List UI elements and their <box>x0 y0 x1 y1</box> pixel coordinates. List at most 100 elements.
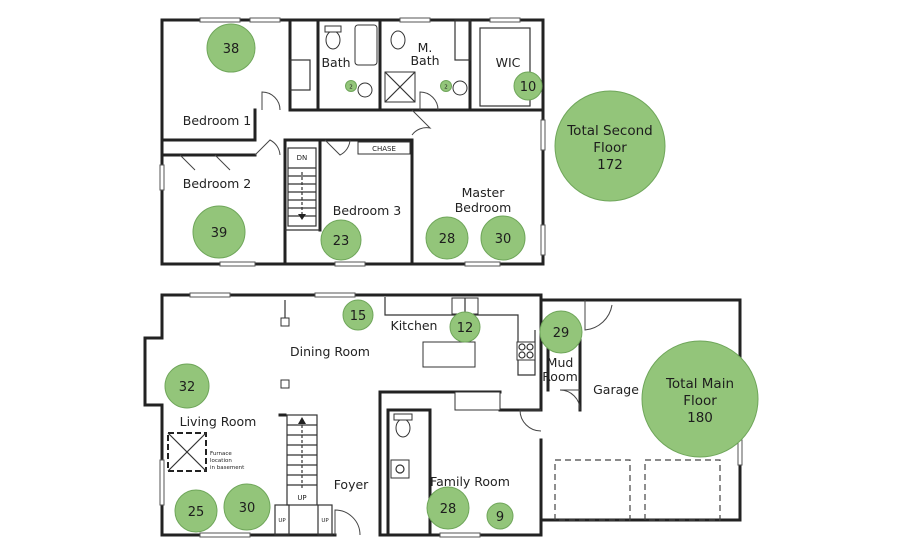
furnace-label-line2: location <box>210 458 232 464</box>
svg-text:15: 15 <box>350 309 367 324</box>
window <box>199 532 251 538</box>
reading-bubble-wic: 10 <box>513 71 543 101</box>
chase-label: CHASE <box>372 145 396 153</box>
window <box>334 261 366 267</box>
window <box>159 164 165 191</box>
door <box>261 91 281 111</box>
sink <box>452 80 468 96</box>
svg-text:23: 23 <box>333 234 350 249</box>
reading-bubble-living-a: 25 <box>174 489 218 533</box>
kitchen-island <box>422 341 476 368</box>
door <box>559 389 581 411</box>
door <box>519 409 542 432</box>
furnace-label-line1: Furnace <box>210 451 232 457</box>
toilet <box>325 30 341 50</box>
svg-text:32: 32 <box>179 380 196 395</box>
second-floor-plan: CHASE DN Bedr <box>159 17 666 267</box>
bathtub <box>354 24 378 66</box>
window <box>189 292 231 298</box>
room-label-wic: WIC <box>496 55 521 70</box>
room-label-bedroom2: Bedroom 2 <box>183 176 251 191</box>
toilet-tank <box>324 25 342 33</box>
sink <box>390 459 410 479</box>
furnace-location-marker <box>167 432 207 472</box>
svg-text:38: 38 <box>223 42 240 57</box>
window <box>464 261 501 267</box>
svg-text:Total Second: Total Second <box>566 123 653 139</box>
svg-text:30: 30 <box>239 501 256 516</box>
toilet-tank <box>393 413 413 421</box>
reading-bubble-dining: 15 <box>342 299 374 331</box>
light-fixture <box>280 317 290 327</box>
room-label-bath: Bath <box>321 55 350 70</box>
stair-up-left-label: UP <box>278 518 286 524</box>
svg-text:Floor: Floor <box>593 140 627 156</box>
svg-text:29: 29 <box>553 326 570 341</box>
front-door <box>334 509 361 536</box>
window <box>249 17 281 23</box>
reading-bubble-living: 32 <box>164 363 210 409</box>
room-label-bedroom3: Bedroom 3 <box>333 203 401 218</box>
wic-shelf <box>479 27 531 107</box>
svg-text:2: 2 <box>349 85 353 91</box>
room-label-bedroom1: Bedroom 1 <box>183 113 251 128</box>
svg-text:28: 28 <box>439 232 456 247</box>
svg-text:172: 172 <box>597 157 623 173</box>
door <box>254 139 281 156</box>
room-label-mbath-line1: M. <box>418 40 433 55</box>
reading-bubble-bedroom3: 23 <box>320 219 362 261</box>
svg-text:Floor: Floor <box>683 393 717 409</box>
total-main-floor-bubble: Total Main Floor 180 <box>641 340 759 458</box>
window <box>399 17 431 23</box>
reading-bubble-master-a: 28 <box>425 216 469 260</box>
stair-up-label: UP <box>297 494 306 502</box>
room-label-dining: Dining Room <box>290 344 370 359</box>
room-label-mbath-line2: Bath <box>410 53 439 68</box>
door <box>411 109 432 136</box>
closet-door <box>179 154 231 171</box>
room-label-foyer: Foyer <box>334 477 369 492</box>
svg-text:10: 10 <box>520 80 537 95</box>
stair-up-right-label: UP <box>321 518 329 524</box>
reading-badge-mbath: 2 <box>440 80 452 92</box>
svg-text:30: 30 <box>495 232 512 247</box>
sink <box>357 82 373 98</box>
window <box>540 224 546 256</box>
main-floor-plan: UP UP UP Furnace location in basement Di… <box>143 292 759 538</box>
door <box>324 139 351 156</box>
svg-text:25: 25 <box>188 505 205 520</box>
reading-bubble-bedroom1: 38 <box>206 23 256 73</box>
stove <box>516 341 536 361</box>
window <box>737 439 743 466</box>
window <box>219 261 256 267</box>
reading-bubble-mud-room: 29 <box>539 310 583 354</box>
svg-text:Total Main: Total Main <box>665 376 734 392</box>
stair-down <box>287 147 317 227</box>
stair-up <box>274 414 333 536</box>
window <box>540 119 546 151</box>
stair-dn-label: DN <box>297 154 308 162</box>
room-label-mud-line1: Mud <box>547 355 574 370</box>
svg-text:9: 9 <box>496 510 504 525</box>
room-label-garage: Garage <box>593 382 639 397</box>
svg-text:12: 12 <box>457 321 474 336</box>
svg-text:180: 180 <box>687 410 713 426</box>
reading-bubble-master-b: 30 <box>480 215 526 261</box>
garage-door-left <box>554 459 631 521</box>
counter <box>454 391 501 411</box>
reading-badge-bath: 2 <box>345 80 357 92</box>
reading-bubble-living-b: 30 <box>223 483 271 531</box>
window <box>489 17 521 23</box>
closet <box>454 19 471 61</box>
garage-door-right <box>644 459 721 521</box>
room-label-mud-line2: Room <box>542 369 578 384</box>
reading-bubble-kitchen: 12 <box>449 311 481 343</box>
room-label-kitchen: Kitchen <box>391 318 438 333</box>
closet <box>289 59 311 91</box>
door <box>419 91 439 111</box>
toilet <box>390 30 406 50</box>
window <box>159 459 165 506</box>
toilet <box>395 418 411 438</box>
window <box>314 292 356 298</box>
